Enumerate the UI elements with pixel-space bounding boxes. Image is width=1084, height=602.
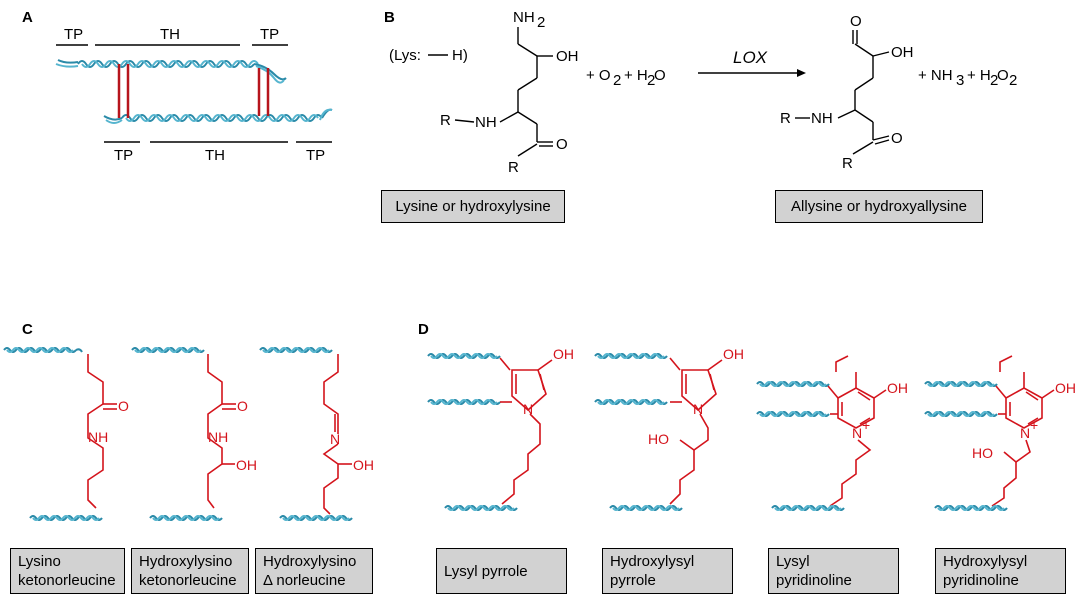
svg-text:R: R: [842, 155, 853, 172]
svg-text:NH: NH: [475, 114, 497, 131]
tp-label: TP: [64, 26, 83, 43]
lys-note: (Lys:: [389, 47, 421, 64]
svg-text:2: 2: [647, 72, 655, 89]
tp-label: TP: [260, 26, 279, 43]
svg-text:H): H): [452, 47, 468, 64]
svg-text:O: O: [891, 130, 903, 147]
svg-text:+ H: + H: [624, 67, 648, 84]
compound-label-box: Lysyl pyrrole: [436, 548, 567, 594]
pyrrole-structure-2: OH N HO: [594, 346, 744, 511]
svg-text:OH: OH: [553, 346, 574, 362]
svg-text:2: 2: [1009, 72, 1017, 89]
svg-text:O: O: [997, 67, 1009, 84]
svg-text:2: 2: [537, 14, 545, 31]
panel-b: B NH 2 OH O R NH R (Lys: H): [384, 9, 1017, 176]
svg-text:OH: OH: [236, 457, 257, 473]
panel-a-letter: A: [22, 9, 33, 26]
substrate-label-box: Lysine or hydroxylysine: [381, 190, 565, 223]
pyridinoline-structure-2: OH N + HO: [924, 355, 1076, 511]
svg-text:HO: HO: [648, 431, 669, 447]
svg-text:OH: OH: [556, 48, 579, 65]
panel-d-letter: D: [418, 321, 429, 338]
tp-label: TP: [306, 147, 325, 164]
allysine-structure: O OH O R NH R: [780, 13, 914, 172]
svg-text:+ NH: + NH: [918, 67, 953, 84]
svg-text:+: +: [1030, 417, 1038, 433]
svg-text:+: +: [862, 417, 870, 433]
panel-d: D OH N OH N: [418, 321, 1076, 511]
svg-text:R: R: [780, 110, 791, 127]
arrow-head-icon: [797, 69, 806, 77]
panel-b-letter: B: [384, 9, 395, 26]
svg-text:N: N: [523, 401, 533, 417]
panel-c: C O NH O NH OH N: [3, 321, 374, 521]
svg-text:2: 2: [613, 72, 621, 89]
svg-text:N: N: [852, 425, 862, 441]
svg-text:R: R: [508, 159, 519, 176]
th-label: TH: [160, 26, 180, 43]
svg-text:HO: HO: [972, 445, 993, 461]
svg-text:O: O: [850, 13, 862, 30]
pyridinoline-structure-1: OH N +: [756, 355, 908, 511]
svg-text:NH: NH: [208, 429, 228, 445]
enzyme-label: LOX: [733, 48, 768, 67]
svg-text:2: 2: [990, 72, 998, 89]
svg-text:+ H: + H: [967, 67, 991, 84]
svg-text:O: O: [556, 136, 568, 153]
triple-helix-top: [55, 59, 287, 84]
triple-helix-bottom: [103, 108, 333, 124]
svg-text:OH: OH: [1055, 380, 1076, 396]
svg-text:R: R: [440, 112, 451, 129]
product-label-box: Allysine or hydroxyallysine: [775, 190, 983, 223]
crosslink-structure-1: O NH: [3, 347, 129, 521]
svg-text:OH: OH: [887, 380, 908, 396]
svg-text:3: 3: [956, 72, 964, 89]
th-label: TH: [205, 147, 225, 164]
svg-text:OH: OH: [723, 346, 744, 362]
svg-text:O: O: [118, 398, 129, 414]
panel-a: A TP TH TP: [22, 9, 333, 164]
svg-text:+ O: + O: [586, 67, 611, 84]
pyrrole-structure-1: OH N: [427, 346, 574, 511]
svg-text:OH: OH: [353, 457, 374, 473]
lysine-structure: NH 2 OH O R NH R: [440, 9, 579, 176]
panel-c-letter: C: [22, 321, 33, 338]
svg-text:O: O: [237, 398, 248, 414]
svg-text:N: N: [330, 431, 340, 447]
svg-text:NH: NH: [513, 9, 535, 26]
svg-text:NH: NH: [88, 429, 108, 445]
svg-text:O: O: [654, 67, 666, 84]
crosslink-structure-3: N OH: [259, 347, 374, 521]
crosslinks: [117, 64, 270, 118]
svg-text:NH: NH: [811, 110, 833, 127]
svg-text:OH: OH: [891, 44, 914, 61]
svg-text:N: N: [693, 401, 703, 417]
crosslink-structure-2: O NH OH: [131, 347, 257, 521]
tp-label: TP: [114, 147, 133, 164]
svg-text:N: N: [1020, 425, 1030, 441]
